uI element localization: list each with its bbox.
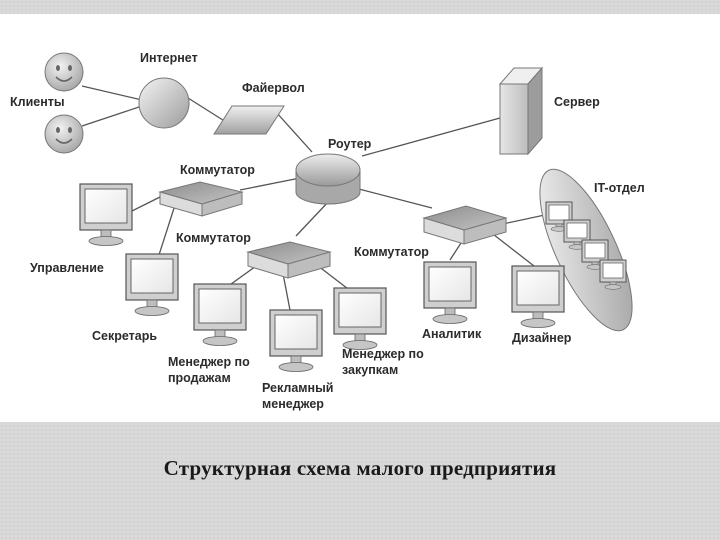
switch-left-label: Коммутатор <box>180 163 255 177</box>
sales-manager-monitor-icon <box>193 283 247 347</box>
switch-center-icon <box>246 241 332 279</box>
client-face-icon <box>44 52 84 92</box>
management-monitor-icon <box>79 183 133 247</box>
analyst-label: Аналитик <box>422 327 482 341</box>
designer-label: Дизайнер <box>512 331 572 345</box>
it-department-label: IT-отдел <box>594 181 645 195</box>
switch-right-label: Коммутатор <box>354 245 429 259</box>
router-icon <box>295 153 361 205</box>
firewall-icon <box>213 105 285 135</box>
router-label: Роутер <box>328 137 372 151</box>
internet-globe-icon <box>138 77 190 129</box>
firewall-label: Файервол <box>242 81 305 95</box>
it-department-group <box>539 168 633 332</box>
purchase-manager-monitor-icon <box>333 287 387 351</box>
analyst-monitor-icon <box>423 261 477 325</box>
sales-manager-label-line1: Менеджер по <box>168 355 250 369</box>
sales-manager-label-line2: продажам <box>168 371 231 385</box>
secretary-label: Секретарь <box>92 329 157 343</box>
network-diagram: Клиенты Интернет Файервол Сервер Роутер … <box>10 51 645 411</box>
ad-manager-monitor-icon <box>269 309 323 373</box>
secretary-monitor-icon <box>125 253 179 317</box>
purchase-manager-label-line2: закупкам <box>342 363 398 377</box>
ad-manager-label-line2: менеджер <box>262 397 324 411</box>
switch-right-icon <box>422 205 508 245</box>
ad-manager-label-line1: Рекламный <box>262 381 333 395</box>
server-icon <box>498 66 544 156</box>
purchase-manager-label-line1: Менеджер по <box>342 347 424 361</box>
diagram-panel: Клиенты Интернет Файервол Сервер Роутер … <box>0 14 720 422</box>
switch-left-icon <box>158 181 244 217</box>
internet-label: Интернет <box>140 51 198 65</box>
management-label: Управление <box>30 261 104 275</box>
server-label: Сервер <box>554 95 600 109</box>
designer-monitor-icon <box>511 265 565 329</box>
clients-label: Клиенты <box>10 95 65 109</box>
switch-center-label: Коммутатор <box>176 231 251 245</box>
caption: Структурная схема малого предприятия <box>163 456 557 480</box>
client-face-icon <box>44 114 84 154</box>
